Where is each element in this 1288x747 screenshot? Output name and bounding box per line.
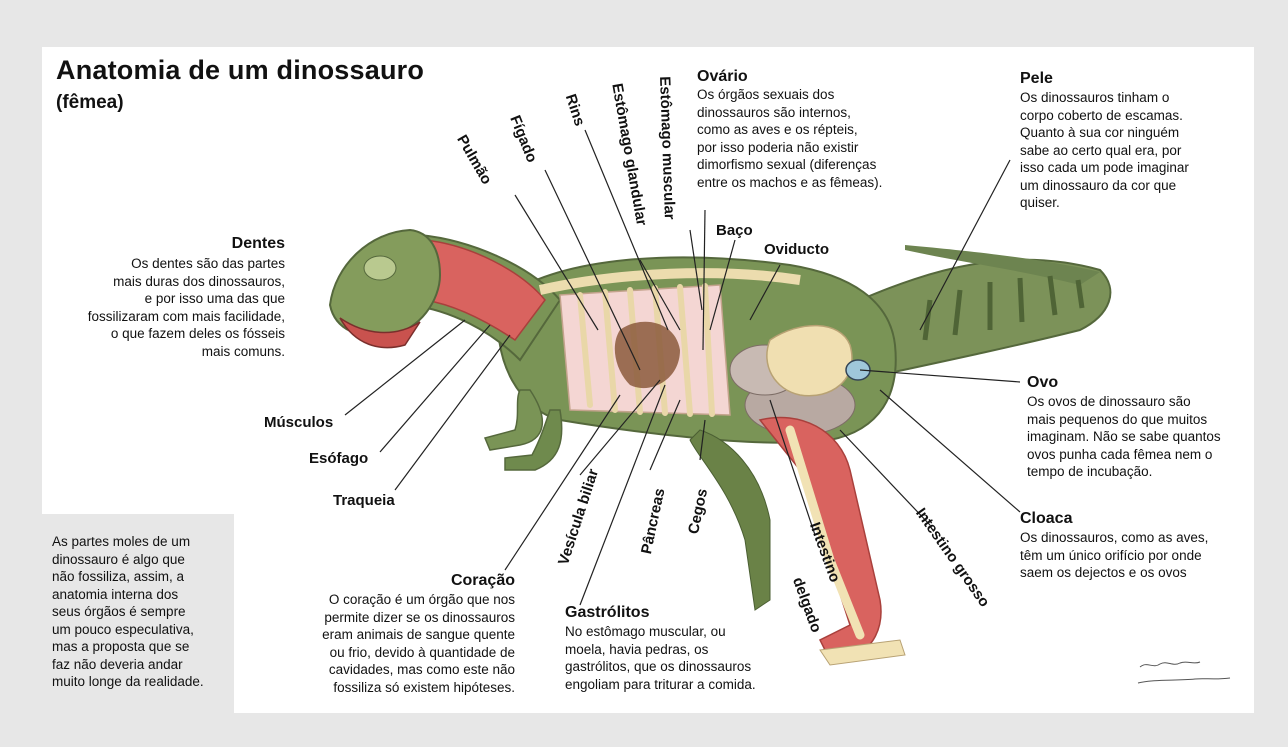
label-esofago: Esófago xyxy=(309,450,368,467)
label-oviducto: Oviducto xyxy=(764,241,829,258)
dentes-text: Os dentes são das partes mais duras dos … xyxy=(50,255,285,360)
ovario-heading: Ovário xyxy=(697,68,748,86)
gastrolitos-text: No estômago muscular, ou moela, havia pe… xyxy=(565,623,815,693)
cloaca-text: Os dinossauros, como as aves, têm um úni… xyxy=(1020,529,1250,582)
pele-heading: Pele xyxy=(1020,70,1053,88)
ovario-text: Os órgãos sexuais dos dinossauros são in… xyxy=(697,86,927,191)
artist-signature xyxy=(1135,655,1235,690)
cloaca-heading: Cloaca xyxy=(1020,510,1072,528)
ovo-text: Os ovos de dinossauro são mais pequenos … xyxy=(1027,393,1252,481)
arm xyxy=(485,390,542,450)
page-subtitle: (fêmea) xyxy=(56,92,124,114)
gastrolitos-heading: Gastrólitos xyxy=(565,604,649,622)
label-baco: Baço xyxy=(716,222,753,239)
coracao-heading: Coração xyxy=(415,572,515,590)
page-title: Anatomia de um dinossauro xyxy=(56,55,424,86)
side-note: As partes moles de um dinossauro é algo … xyxy=(52,533,232,691)
eye-socket xyxy=(364,256,396,280)
head xyxy=(330,230,440,336)
ovo-heading: Ovo xyxy=(1027,374,1058,392)
coracao-text: O coração é um órgão que nos permite diz… xyxy=(275,591,515,696)
pele-text: Os dinossauros tinham o corpo coberto de… xyxy=(1020,89,1240,212)
dentes-heading: Dentes xyxy=(180,235,285,253)
label-musculos: Músculos xyxy=(264,414,333,431)
pelvis xyxy=(767,326,852,396)
label-traqueia: Traqueia xyxy=(333,492,395,509)
